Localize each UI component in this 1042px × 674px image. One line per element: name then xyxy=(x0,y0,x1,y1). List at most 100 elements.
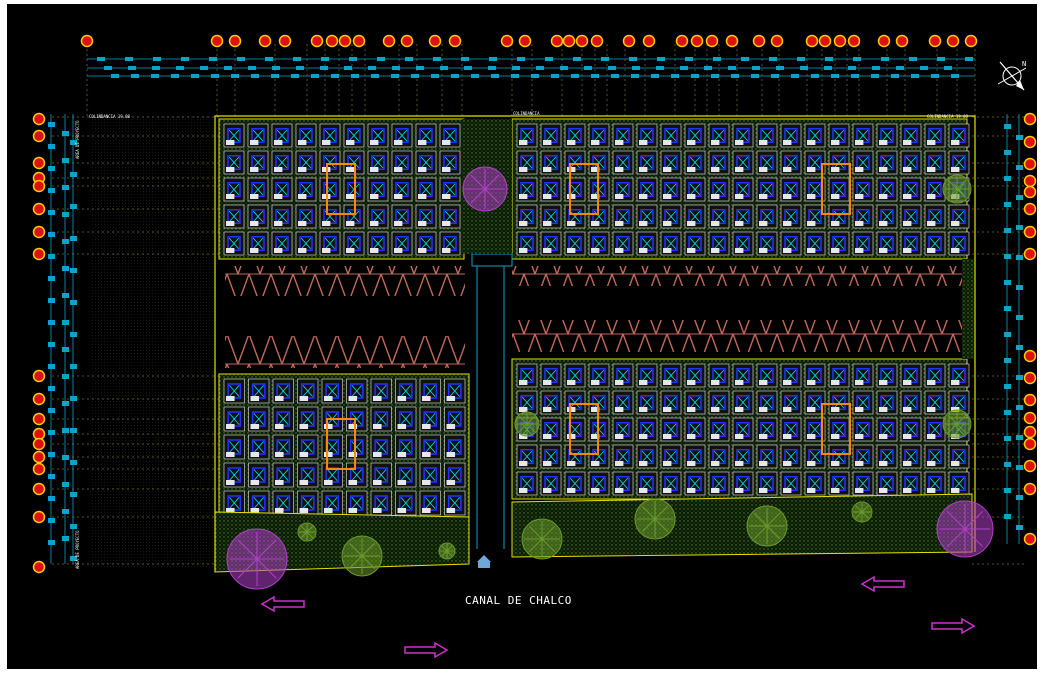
grid-bubble-icon xyxy=(1023,532,1037,546)
unit-furniture xyxy=(759,380,768,385)
dimension-tick xyxy=(48,364,55,369)
unit-furniture xyxy=(831,221,840,226)
unit-detail xyxy=(229,385,240,397)
dimension-tick xyxy=(741,57,749,61)
unit-furniture xyxy=(831,488,840,493)
unit-detail xyxy=(376,385,387,397)
grid-bubble-icon xyxy=(32,462,46,476)
tree-icon xyxy=(438,542,456,560)
unit-furniture xyxy=(394,194,403,199)
bubble-circle xyxy=(1023,371,1037,385)
unit-detail xyxy=(302,413,313,425)
unit-furniture xyxy=(274,248,283,253)
central-courtyard xyxy=(326,418,356,470)
unit-furniture xyxy=(783,488,792,493)
dimension-tick xyxy=(48,408,55,413)
dimension-tick xyxy=(1004,280,1011,285)
cad-canvas: N CANAL DE CHALCO COLINDANCIA 19.08 COLI… xyxy=(7,4,1037,669)
unit-furniture xyxy=(903,461,912,466)
unit-detail xyxy=(953,156,965,169)
tree-icon xyxy=(942,409,972,439)
unit-furniture xyxy=(298,140,307,145)
unit-detail xyxy=(276,210,288,223)
unit-furniture xyxy=(687,167,696,172)
unit-furniture xyxy=(591,221,600,226)
building-block-lower-left xyxy=(218,373,470,520)
unit-furniture xyxy=(951,167,960,172)
grid-bubble-icon xyxy=(1023,135,1037,149)
dimension-tick xyxy=(491,74,499,78)
unit-furniture xyxy=(879,434,888,439)
unit-detail xyxy=(689,210,701,223)
unit-furniture xyxy=(250,194,259,199)
bubble-circle xyxy=(32,225,46,239)
unit-furniture xyxy=(831,407,840,412)
unit-detail xyxy=(617,396,629,409)
bubble-circle xyxy=(770,34,784,48)
unit-furniture xyxy=(543,380,552,385)
bubble-circle xyxy=(690,34,704,48)
unit-furniture xyxy=(663,461,672,466)
unit-furniture xyxy=(807,140,816,145)
grid-bubble-icon xyxy=(32,156,46,170)
bubble-circle xyxy=(818,34,832,48)
dimension-tick xyxy=(1016,225,1023,230)
canal-label: CANAL DE CHALCO xyxy=(465,594,572,607)
unit-furniture xyxy=(250,424,260,429)
unit-detail xyxy=(713,477,725,490)
dimension-lines xyxy=(48,57,1023,564)
dimension-tick xyxy=(62,428,69,433)
central-courtyard xyxy=(326,163,356,215)
unit-furniture xyxy=(663,167,672,172)
dimension-tick xyxy=(1016,465,1023,470)
unit-detail xyxy=(545,396,557,409)
unit-detail xyxy=(809,129,821,142)
dimension-tick xyxy=(344,66,352,70)
unit-furniture xyxy=(615,140,624,145)
unit-furniture xyxy=(226,167,235,172)
unit-furniture xyxy=(663,140,672,145)
unit-furniture xyxy=(783,434,792,439)
dimension-tick xyxy=(70,524,77,529)
dimension-tick xyxy=(351,74,359,78)
unit-furniture xyxy=(951,248,960,253)
bubble-circle xyxy=(32,129,46,143)
unit-furniture xyxy=(951,380,960,385)
central-courtyard xyxy=(821,163,851,215)
unit-furniture xyxy=(543,434,552,439)
unit-detail xyxy=(545,129,557,142)
apartment-units xyxy=(223,123,461,256)
grid-bubble-icon xyxy=(352,34,366,48)
unit-detail xyxy=(737,423,749,436)
unit-detail xyxy=(785,156,797,169)
dimension-tick xyxy=(171,74,179,78)
parking-ramps xyxy=(225,266,962,368)
unit-furniture xyxy=(879,380,888,385)
unit-detail xyxy=(593,210,605,223)
unit-detail xyxy=(278,469,289,481)
unit-detail xyxy=(665,237,677,250)
bubble-circle xyxy=(210,34,224,48)
bubble-circle xyxy=(32,437,46,451)
dimension-tick xyxy=(62,401,69,406)
bubble-circle xyxy=(1023,135,1037,149)
dimension-tick xyxy=(97,57,105,61)
bubble-circle xyxy=(400,34,414,48)
dimension-tick xyxy=(680,66,688,70)
dimension-tick xyxy=(128,66,136,70)
tree-icon xyxy=(462,166,508,212)
grid-bubble-icon xyxy=(32,412,46,426)
unit-detail xyxy=(713,450,725,463)
bubble-circle xyxy=(1023,157,1037,171)
unit-furniture xyxy=(831,461,840,466)
unit-detail xyxy=(327,497,338,509)
unit-furniture xyxy=(855,221,864,226)
dimension-tick xyxy=(920,66,928,70)
unit-detail xyxy=(785,369,797,382)
tree-branch xyxy=(964,528,984,548)
unit-detail xyxy=(929,210,941,223)
unit-furniture xyxy=(322,248,331,253)
central-courtyard xyxy=(821,403,851,455)
building-block-upper-left xyxy=(218,118,465,260)
grid-bubble-icon xyxy=(32,129,46,143)
